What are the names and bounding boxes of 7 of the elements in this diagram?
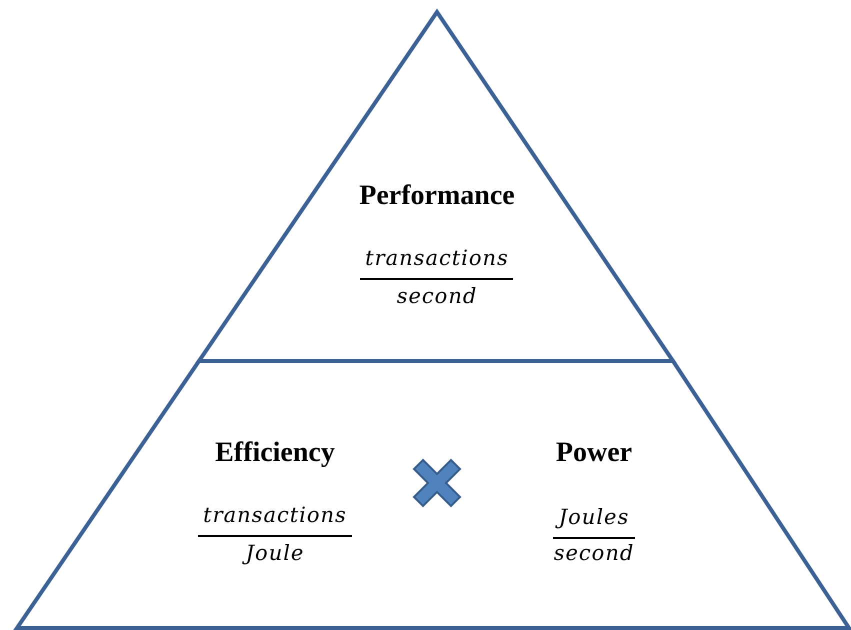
numerator: transactions bbox=[365, 246, 509, 270]
heading: Performance bbox=[359, 180, 515, 212]
heading: Efficiency bbox=[215, 437, 335, 469]
numerator: transactions bbox=[203, 503, 347, 527]
denominator: second bbox=[554, 541, 634, 565]
denominator: second bbox=[396, 284, 478, 308]
heading: Power bbox=[556, 437, 632, 469]
